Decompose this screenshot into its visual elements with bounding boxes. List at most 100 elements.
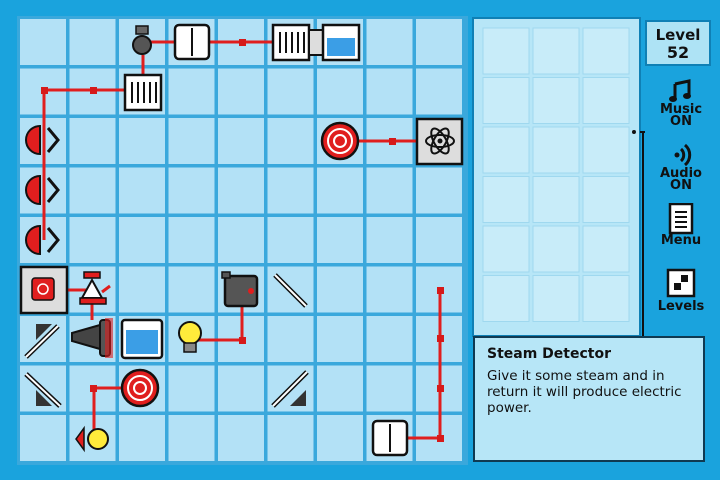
propeller-icon[interactable] — [24, 224, 60, 256]
board-cell[interactable] — [168, 415, 215, 461]
light-bulb-icon[interactable] — [178, 321, 202, 353]
heater-icon[interactable] — [271, 23, 311, 62]
board-cell[interactable] — [218, 118, 264, 164]
board-cell[interactable] — [119, 415, 165, 461]
board-cell[interactable] — [366, 19, 413, 65]
inventory-slot[interactable] — [582, 176, 630, 223]
board-cell[interactable] — [168, 118, 215, 164]
board-cell[interactable] — [317, 415, 363, 461]
inventory-slot[interactable] — [532, 27, 580, 75]
board-cell[interactable] — [119, 217, 165, 263]
music-toggle-button[interactable]: Music ON — [645, 78, 717, 128]
board-cell[interactable] — [267, 415, 314, 461]
inventory-slot[interactable] — [582, 126, 630, 174]
sliding-door-icon[interactable] — [173, 23, 211, 61]
menu-button[interactable]: Menu — [645, 203, 717, 247]
board-cell[interactable] — [69, 167, 116, 214]
board-cell[interactable] — [20, 415, 66, 461]
board-cell[interactable] — [366, 316, 413, 362]
board-cell[interactable] — [267, 217, 314, 263]
board-cell[interactable] — [69, 217, 116, 263]
mirror-icon[interactable] — [271, 370, 309, 408]
atom-reactor-icon[interactable] — [415, 117, 464, 166]
board-cell[interactable] — [267, 316, 314, 362]
info-description: Give it some steam and in return it will… — [487, 368, 682, 416]
board-cell[interactable] — [218, 415, 264, 461]
board-cell[interactable] — [119, 118, 165, 164]
board-cell[interactable] — [317, 266, 363, 313]
mirror-icon[interactable] — [24, 324, 60, 359]
board-cell[interactable] — [218, 217, 264, 263]
inventory-slot[interactable] — [482, 176, 530, 223]
board-cell[interactable] — [168, 217, 215, 263]
inventory-slot[interactable] — [482, 27, 530, 75]
mirror-icon[interactable] — [24, 372, 62, 408]
water-tank-icon[interactable] — [308, 23, 361, 62]
board-cell[interactable] — [267, 118, 314, 164]
inventory-slot[interactable] — [532, 176, 580, 223]
board-cells[interactable] — [20, 19, 462, 461]
inventory-slot[interactable] — [482, 275, 530, 322]
water-tank-icon[interactable] — [120, 318, 164, 360]
propeller-icon[interactable] — [24, 124, 60, 156]
audio-toggle-button[interactable]: Audio ON — [645, 142, 717, 192]
radiator-icon[interactable] — [123, 73, 163, 112]
menu-list-icon — [668, 203, 694, 235]
board-cell[interactable] — [218, 167, 264, 214]
laser-emitter-icon[interactable] — [71, 318, 113, 358]
board-cell[interactable] — [317, 68, 363, 115]
inventory-slot[interactable] — [532, 275, 580, 322]
board-cell[interactable] — [366, 266, 413, 313]
levels-button[interactable]: Levels — [645, 268, 717, 313]
board-cell[interactable] — [119, 167, 165, 214]
valve-icon[interactable] — [132, 25, 152, 55]
board-cell[interactable] — [119, 266, 165, 313]
board-cell[interactable] — [317, 316, 363, 362]
board-cell[interactable] — [168, 365, 215, 412]
board-cell[interactable] — [168, 266, 215, 313]
mirror-icon[interactable] — [273, 273, 308, 308]
board-cell[interactable] — [416, 68, 462, 115]
board-cell[interactable] — [218, 68, 264, 115]
inventory-slot[interactable] — [532, 126, 580, 174]
lamp-icon[interactable] — [75, 425, 109, 453]
board-cell[interactable] — [366, 365, 413, 412]
battery-icon[interactable] — [221, 271, 259, 308]
board-cell[interactable] — [416, 217, 462, 263]
board-cell[interactable] — [317, 217, 363, 263]
game-board[interactable] — [0, 0, 470, 470]
board-cell[interactable] — [69, 19, 116, 65]
board-cell[interactable] — [416, 167, 462, 214]
inventory-slot[interactable] — [532, 77, 580, 124]
inventory-slot[interactable] — [582, 27, 630, 75]
inventory-slot[interactable] — [582, 225, 630, 273]
board-cell[interactable] — [366, 167, 413, 214]
sliding-door-icon[interactable] — [371, 419, 409, 457]
board-cell[interactable] — [317, 365, 363, 412]
fan-icon[interactable] — [320, 121, 360, 161]
board-cell[interactable] — [317, 167, 363, 214]
board-cell[interactable] — [168, 167, 215, 214]
steam-detector-icon[interactable] — [19, 265, 69, 315]
board-cell[interactable] — [366, 68, 413, 115]
inventory-slot[interactable] — [482, 126, 530, 174]
board-cell[interactable] — [366, 217, 413, 263]
board-cell[interactable] — [267, 68, 314, 115]
inventory-slot[interactable] — [582, 77, 630, 124]
board-cell[interactable] — [218, 365, 264, 412]
board-cell[interactable] — [20, 19, 66, 65]
fan-icon[interactable] — [120, 368, 160, 408]
board-cell[interactable] — [267, 167, 314, 214]
inventory-slot[interactable] — [582, 275, 630, 322]
board-cell[interactable] — [416, 19, 462, 65]
kettle-icon[interactable] — [79, 271, 111, 305]
inventory-slot[interactable] — [532, 225, 580, 273]
inventory-slots[interactable] — [482, 27, 630, 322]
board-cell[interactable] — [69, 118, 116, 164]
levels-grid-icon — [666, 268, 696, 298]
inventory-slot[interactable] — [482, 77, 530, 124]
propeller-icon[interactable] — [24, 174, 60, 206]
inventory-slot[interactable] — [482, 225, 530, 273]
board-cell[interactable] — [168, 68, 215, 115]
music-label: Music — [659, 102, 703, 117]
